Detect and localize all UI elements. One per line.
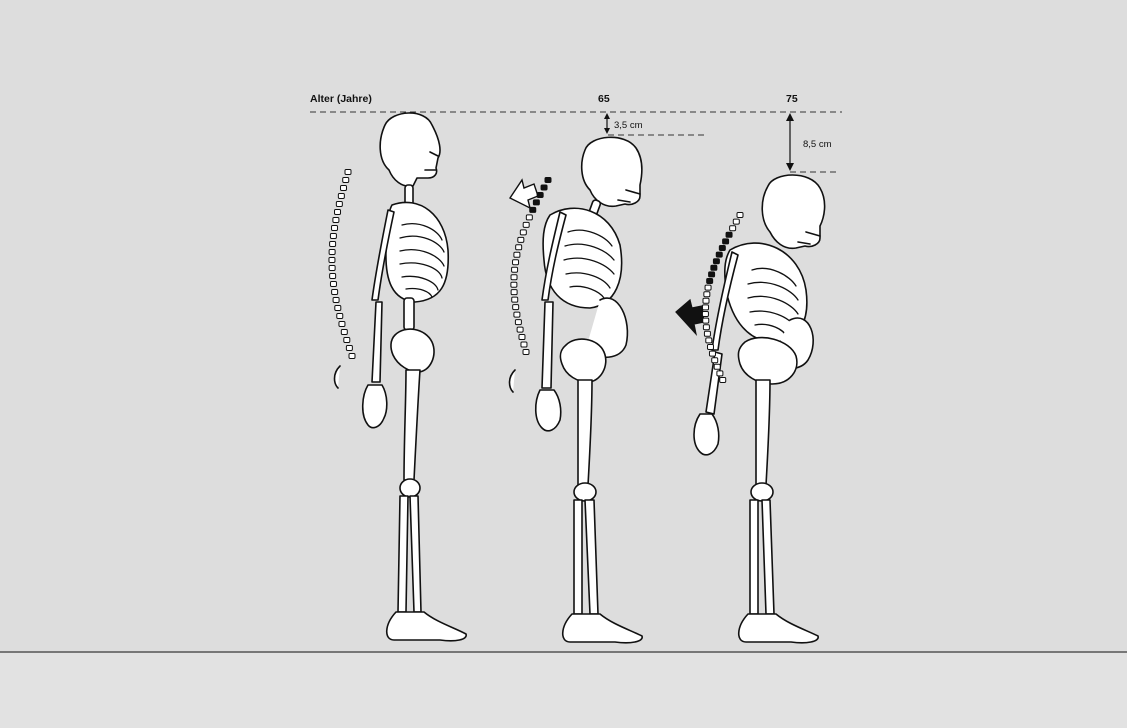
vertebra — [706, 338, 712, 343]
vertebra — [711, 265, 717, 270]
vertebra — [703, 305, 709, 310]
vertebra — [512, 267, 518, 272]
vertebra — [707, 279, 713, 284]
vertebra — [703, 298, 709, 303]
vertebra — [344, 338, 350, 343]
vertebra — [335, 306, 341, 311]
vertebra — [523, 350, 529, 355]
vertebra — [511, 275, 517, 280]
vertebra — [523, 222, 529, 227]
axis-title-label: Alter (Jahre) — [310, 93, 372, 105]
vertebra — [339, 322, 345, 327]
vertebra — [713, 259, 719, 264]
skeleton-young — [329, 113, 466, 641]
vertebra — [346, 346, 352, 351]
coccyx-fragment — [510, 370, 516, 392]
vertebra — [723, 239, 729, 244]
vertebra — [719, 246, 725, 251]
vertebra — [545, 178, 551, 183]
solid-arrow-icon — [676, 300, 704, 334]
vertebra — [519, 335, 525, 340]
coccyx-fragment — [335, 366, 341, 388]
vertebra — [705, 285, 711, 290]
vertebra — [514, 312, 520, 317]
vertebra — [737, 213, 743, 218]
vertebra — [345, 170, 351, 175]
vertebra — [333, 298, 339, 303]
age-label-right: 75 — [786, 93, 798, 105]
vertebra — [330, 274, 336, 279]
vertebra — [709, 272, 715, 277]
vertebra — [717, 371, 723, 376]
vertebra — [329, 250, 335, 255]
vertebra — [349, 354, 355, 359]
vertebra — [716, 252, 722, 257]
vertebra — [335, 210, 341, 215]
vertebra — [340, 186, 346, 191]
height-loss-label-middle: 3,5 cm — [614, 120, 643, 131]
vertebra — [332, 226, 338, 231]
vertebra — [730, 226, 736, 231]
height-loss-label-right: 8,5 cm — [803, 139, 832, 150]
vertebra — [537, 192, 543, 197]
skeleton-age-65 — [510, 137, 643, 642]
vertebra — [720, 378, 726, 383]
vertebra — [712, 358, 718, 363]
vertebra — [515, 320, 521, 325]
vertebra — [332, 290, 338, 295]
measure-arrow-right — [786, 113, 794, 171]
vertebra — [704, 331, 710, 336]
vertebra — [513, 260, 519, 265]
vertebra — [330, 282, 336, 287]
vertebra — [330, 234, 336, 239]
vertebra — [703, 318, 709, 323]
vertebra — [517, 327, 523, 332]
vertebra — [518, 237, 524, 242]
vertebra — [726, 232, 732, 237]
vertebra — [336, 202, 342, 207]
spine-column-young — [329, 170, 355, 359]
vertebra — [337, 314, 343, 319]
vertebra — [333, 218, 339, 223]
vertebra — [343, 178, 349, 183]
vertebra — [709, 351, 715, 356]
age-label-middle: 65 — [598, 93, 610, 105]
vertebra — [330, 242, 336, 247]
vertebra — [341, 330, 347, 335]
vertebra — [338, 194, 344, 199]
vertebra — [511, 290, 517, 295]
vertebra — [714, 364, 720, 369]
vertebra — [704, 292, 710, 297]
vertebra — [533, 200, 539, 205]
vertebra — [511, 282, 517, 287]
vertebra — [329, 266, 335, 271]
vertebra — [733, 219, 739, 224]
floor-area — [0, 653, 1127, 728]
vertebra — [520, 230, 526, 235]
measure-arrow-middle — [604, 113, 610, 134]
vertebra — [513, 305, 519, 310]
vertebra — [702, 312, 708, 317]
vertebra — [514, 252, 520, 257]
vertebra — [329, 258, 335, 263]
vertebra — [703, 325, 709, 330]
vertebra — [526, 215, 532, 220]
vertebra — [530, 207, 536, 212]
vertebra — [516, 245, 522, 250]
vertebra — [707, 345, 713, 350]
vertebra — [521, 342, 527, 347]
vertebra — [541, 185, 547, 190]
skeleton-age-75 — [676, 175, 825, 643]
vertebra — [512, 297, 518, 302]
